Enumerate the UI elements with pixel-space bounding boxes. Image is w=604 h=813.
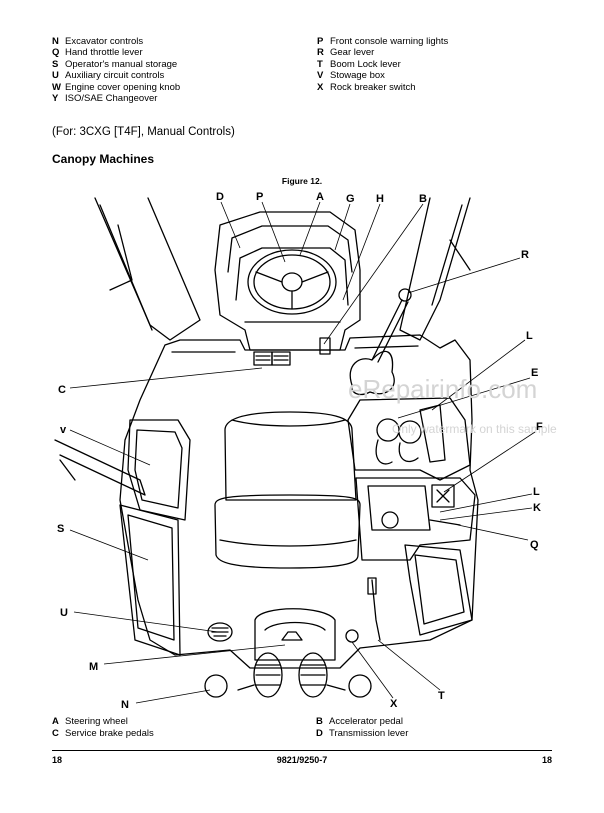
footer-rule [52,750,552,751]
callout-r: R [521,249,529,261]
cab-drawing [54,197,479,698]
watermark-main: eRepairinfo.com [348,374,537,404]
callout-l-upper: L [526,330,533,342]
callout-c: C [58,384,66,396]
leader-lines [69,201,536,704]
callout-p: P [256,191,263,203]
document-code: 9821/9250-7 [276,755,328,765]
callout-b: B [419,193,427,205]
callout-d: D [216,191,224,203]
callout-a: A [316,191,324,203]
variant-note: (For: 3CXG [T4F], Manual Controls) [52,126,235,138]
callout-n: N [121,699,129,711]
callout-x: X [390,698,398,710]
callout-m: M [89,661,98,673]
figure-title: Figure 12. [281,176,323,186]
watermark-sub: Only watermark on this sample [392,422,557,436]
callout-s: S [57,523,64,535]
page-number-right: 18 [541,755,552,765]
callout-l-lower: L [533,486,540,498]
callout-u: U [60,607,68,619]
callout-q: Q [530,539,539,551]
callout-k: K [533,502,541,514]
callout-h: H [376,193,384,205]
section-title: Canopy Machines [52,152,155,166]
callout-v: v [60,424,67,436]
callout-t: T [438,690,445,702]
page-number-left: 18 [52,755,63,765]
callout-e: E [531,367,538,379]
callout-g: G [346,193,355,205]
callout-f: F [536,421,543,433]
